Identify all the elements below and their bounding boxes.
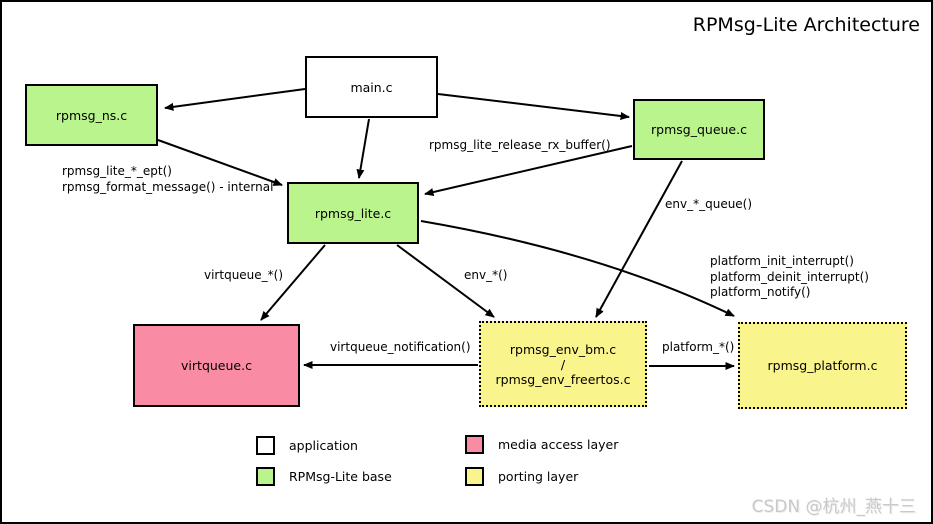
- node-virtqueue-c: virtqueue.c: [133, 324, 300, 407]
- edge-label-ept: rpmsg_lite_*_ept() rpmsg_format_message(…: [62, 164, 273, 195]
- legend-swatch-application: [256, 436, 275, 455]
- legend-item-application: application: [256, 436, 358, 455]
- legend-item-media-access-layer: media access layer: [465, 435, 618, 454]
- legend-item-porting-layer: porting layer: [465, 467, 578, 486]
- edge-label-env-queue: env_*_queue(): [665, 197, 753, 211]
- edge-label-platform-functions: platform_init_interrupt() platform_deini…: [710, 254, 869, 301]
- watermark: CSDN @杭州_燕十三: [751, 497, 916, 517]
- legend-label-rpmsg-lite-base: RPMsg-Lite base: [289, 469, 392, 484]
- edge-main-to-queue: [437, 93, 630, 120]
- node-main-c-label: main.c: [350, 79, 393, 95]
- node-main-c: main.c: [305, 56, 438, 118]
- edge-label-virtqueue-star: virtqueue_*(): [204, 268, 284, 282]
- node-rpmsg-env-line1: rpmsg_env_bm.c: [509, 341, 617, 357]
- node-rpmsg-ns-c: rpmsg_ns.c: [25, 84, 158, 146]
- edge-label-virtqueue-notification: virtqueue_notification(): [330, 340, 471, 354]
- node-rpmsg-ns-c-label: rpmsg_ns.c: [55, 107, 128, 123]
- node-rpmsg-platform-c-label: rpmsg_platform.c: [767, 358, 878, 373]
- edge-queue-to-env: [595, 160, 683, 318]
- edge-label-env-star: env_*(): [464, 268, 508, 282]
- node-rpmsg-platform-c: rpmsg_platform.c: [738, 322, 907, 409]
- node-rpmsg-queue-c: rpmsg_queue.c: [633, 99, 765, 160]
- node-virtqueue-c-label: virtqueue.c: [181, 358, 252, 373]
- edge-label-platform-init: platform_init_interrupt(): [710, 254, 854, 268]
- edge-label-ept-line1: rpmsg_lite_*_ept(): [62, 164, 172, 178]
- legend-swatch-porting-layer: [465, 467, 484, 486]
- legend-label-porting-layer: porting layer: [498, 469, 579, 484]
- legend-label-media-access-layer: media access layer: [498, 437, 619, 452]
- edge-label-release-rx-buffer: rpmsg_lite_release_rx_buffer(): [429, 138, 611, 152]
- edge-label-ept-line2: rpmsg_format_message() - internal: [62, 179, 274, 194]
- node-rpmsg-env: rpmsg_env_bm.c / rpmsg_env_freertos.c: [479, 321, 647, 407]
- node-rpmsg-lite-c: rpmsg_lite.c: [287, 182, 419, 244]
- legend-swatch-rpmsg-lite-base: [256, 467, 275, 486]
- node-rpmsg-env-line3: rpmsg_env_freertos.c: [495, 371, 631, 387]
- legend-swatch-media-access-layer: [465, 435, 484, 454]
- legend-label-application: application: [289, 438, 358, 453]
- legend-item-rpmsg-lite-base: RPMsg-Lite base: [256, 467, 392, 486]
- edge-label-platform-star: platform_*(): [662, 340, 735, 354]
- node-rpmsg-env-line2: /: [560, 356, 566, 372]
- edge-label-platform-deinit: platform_deinit_interrupt(): [710, 269, 869, 284]
- page-title: RPMsg-Lite Architecture: [692, 14, 920, 36]
- node-rpmsg-queue-c-label: rpmsg_queue.c: [651, 122, 747, 137]
- edge-main-to-ns: [164, 88, 306, 111]
- node-rpmsg-lite-c-label: rpmsg_lite.c: [314, 205, 392, 221]
- edge-label-platform-notify: platform_notify(): [710, 285, 811, 299]
- edge-main-to-lite: [356, 118, 370, 179]
